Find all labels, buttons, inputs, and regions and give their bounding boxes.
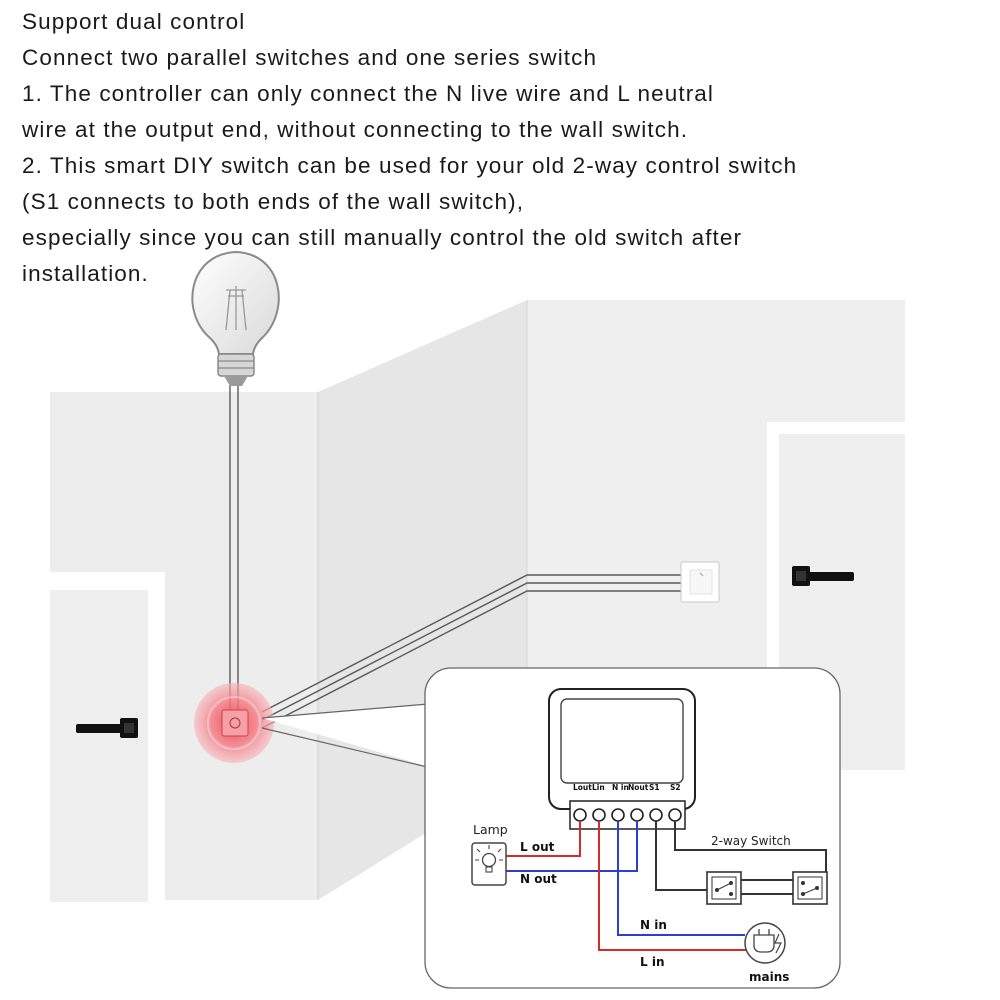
terminal-nout	[630, 808, 644, 822]
n-in-label: N in	[640, 918, 667, 932]
two-way-switch-left	[706, 871, 742, 905]
terminal-s2	[668, 808, 682, 822]
intro-line-2: Connect two parallel switches and one se…	[22, 45, 598, 70]
intro-text: Support dual control Connect two paralle…	[22, 4, 982, 292]
mains-label: mains	[749, 970, 789, 984]
two-way-switch-right	[792, 871, 828, 905]
n-out-label: N out	[520, 872, 557, 886]
l-out-label: L out	[520, 840, 555, 854]
mains-plug-icon	[744, 922, 786, 964]
lamp-icon	[471, 842, 507, 886]
smart-switch-module	[548, 688, 696, 830]
s1-wire	[655, 821, 707, 891]
terminal-labels: Lout Lin N in Nout S1 S2	[573, 783, 681, 792]
wall-switch	[680, 561, 720, 603]
terminal-s1-label: S1	[649, 783, 660, 792]
terminal-lin	[592, 808, 606, 822]
wires	[506, 821, 827, 958]
intro-line-8: installation.	[22, 261, 149, 286]
lamp-label: Lamp	[473, 822, 508, 837]
intro-line-6: (S1 connects to both ends of the wall sw…	[22, 189, 525, 214]
terminal-s2-label: S2	[670, 783, 681, 792]
two-way-switch-label: 2-way Switch	[711, 834, 791, 848]
terminal-lin-label: Lin	[592, 783, 605, 792]
light-bulb-icon	[191, 250, 280, 386]
intro-line-4: wire at the output end, without connecti…	[22, 117, 689, 142]
live-out-wire	[506, 821, 581, 857]
intro-line-5: 2. This smart DIY switch can be used for…	[22, 153, 798, 178]
intro-line-7: especially since you can still manually …	[22, 225, 743, 250]
s2-wire	[674, 821, 827, 874]
terminal-nin	[611, 808, 625, 822]
terminal-s1	[649, 808, 663, 822]
terminal-lout	[573, 808, 587, 822]
neutral-out-wire	[506, 821, 638, 872]
l-in-label: L in	[640, 955, 664, 969]
switch-cables	[261, 574, 682, 729]
neutral-in-wire	[617, 821, 745, 936]
controller-highlight	[194, 683, 274, 763]
left-door	[50, 572, 165, 902]
terminal-nin-label: N in	[612, 783, 629, 792]
terminal-lout-label: Lout	[573, 783, 592, 792]
right-door	[767, 422, 905, 672]
terminal-nout-label: Nout	[628, 783, 649, 792]
ceiling-cables	[229, 385, 239, 712]
intro-line-3: 1. The controller can only connect the N…	[22, 81, 714, 106]
intro-line-1: Support dual control	[22, 9, 246, 34]
